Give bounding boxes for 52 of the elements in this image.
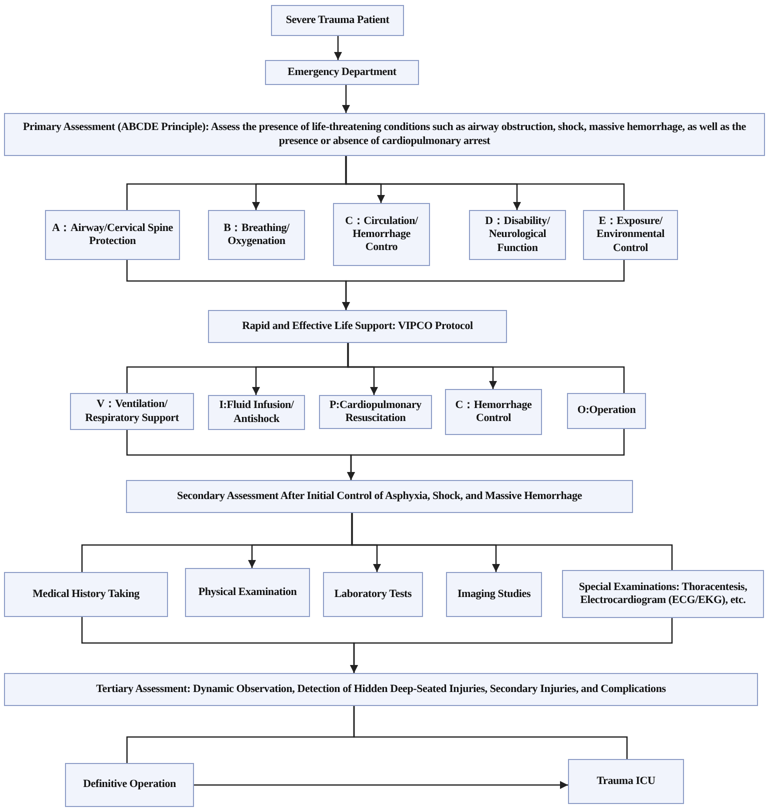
node-text: Imaging Studies xyxy=(457,588,531,602)
process-box xyxy=(208,210,305,260)
connector-arrow xyxy=(334,36,342,60)
process-box xyxy=(445,389,542,435)
node-text: P:Cardiopulmonary Resuscitation xyxy=(328,398,422,426)
process-box xyxy=(4,673,758,706)
node-text: E：Exposure/ Environmental Control xyxy=(595,215,666,255)
process-box xyxy=(126,480,633,513)
node-text: Medical History Taking xyxy=(32,588,140,602)
node-text: Physical Examination xyxy=(198,586,297,600)
connector-arrow xyxy=(347,429,625,480)
node-text: Special Examinations: Thoracentesis, Electrocardiogram (ECG/EKG), etc. xyxy=(578,580,748,608)
node-text: B：Breathing/ Oxygenation xyxy=(222,222,290,248)
node-text: Trauma ICU xyxy=(596,774,656,788)
process-box xyxy=(323,572,423,617)
process-box xyxy=(562,570,764,618)
process-box xyxy=(185,568,310,617)
process-box xyxy=(583,210,678,260)
connector-arrow xyxy=(350,618,673,673)
process-box xyxy=(4,572,168,617)
node-text: A：Airway/Cervical Spine Protection xyxy=(51,222,174,248)
process-box xyxy=(319,395,432,429)
node-text: Rapid and Effective Life Support: VIPCO Protocol xyxy=(242,320,473,334)
process-box xyxy=(4,113,765,156)
node-text: O:Operation xyxy=(577,404,636,418)
process-box xyxy=(333,203,430,266)
node-text: Secondary Assessment After Initial Control of Asphyxia, Shock, and Massive Hemorrhage xyxy=(177,490,582,504)
process-box xyxy=(446,572,542,617)
process-box xyxy=(208,395,305,430)
connector-arrow xyxy=(194,781,568,789)
node-text: Emergency Department xyxy=(288,66,396,80)
process-box xyxy=(568,759,684,804)
connector-arrow xyxy=(342,85,350,113)
node-text: Tertiary Assessment: Dynamic Observation, Detection of Hidden Deep-Seated Injuries, Secondary Injuries, and Complications xyxy=(96,682,666,696)
node-text: V：Ventilation/ Respiratory Support xyxy=(84,398,180,425)
process-box xyxy=(208,310,507,343)
node-text: C：Circulation/ Hemorrhage Contro xyxy=(344,214,419,254)
process-box xyxy=(567,393,646,429)
process-box xyxy=(65,763,194,807)
connector-arrow xyxy=(342,260,625,310)
process-box xyxy=(70,393,194,430)
node-text: Laboratory Tests xyxy=(334,588,412,602)
process-box xyxy=(469,210,566,260)
process-box xyxy=(271,5,404,36)
process-box xyxy=(265,60,419,85)
process-box xyxy=(45,210,180,260)
node-text: Primary Assessment (ABCDE Principle): Assess the presence of life-threatening conditions such as airway obstruction, shock, massive hemorrhage, as well as the presence or absence of cardiopulmonary arrest xyxy=(22,121,747,148)
node-text: Severe Trauma Patient xyxy=(286,14,390,28)
node-text: D：Disability/ Neurological Function xyxy=(484,215,551,255)
node-text: C：Hemorrhage Control xyxy=(454,398,533,426)
node-text: Definitive Operation xyxy=(83,778,176,792)
node-text: I:Fluid Infusion/ Antishock xyxy=(218,399,295,426)
